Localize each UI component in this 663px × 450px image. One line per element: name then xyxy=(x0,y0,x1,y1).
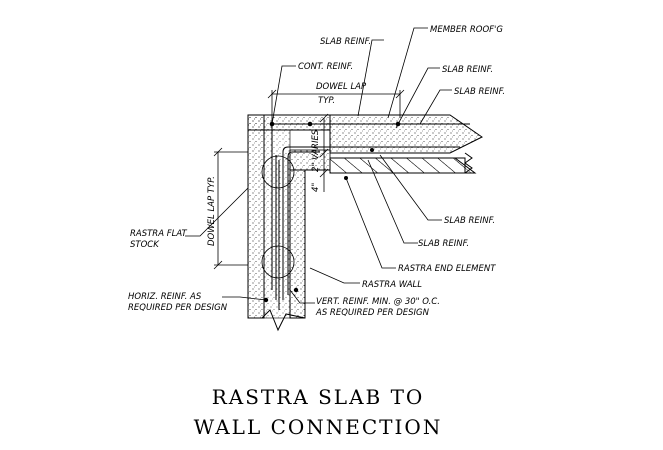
label-dowel-lap-top-1: DOWEL LAP xyxy=(316,82,367,92)
reinforcement xyxy=(261,121,470,310)
drawing-title: RASTRA SLAB TO WALL CONNECTION xyxy=(194,385,443,439)
leader-lines xyxy=(185,27,452,304)
label-horiz-reinf-2: REQUIRED PER DESIGN xyxy=(128,303,228,313)
label-cont-reinf: CONT. REINF. xyxy=(298,62,353,72)
wall-outer-shell-left xyxy=(247,114,265,319)
label-rastra-flat-1: RASTRA FLAT xyxy=(130,229,188,239)
label-slab-reinf-right1: SLAB REINF. xyxy=(442,65,493,75)
label-dim-4in: 4" xyxy=(311,183,321,192)
wall-concrete-core xyxy=(263,129,291,319)
dowel-bar-inner-2 xyxy=(287,151,320,295)
callouts: SLAB REINF. MEMBER ROOF'G CONT. REINF. S… xyxy=(128,25,505,318)
label-rastra-end-element: RASTRA END ELEMENT xyxy=(398,264,496,274)
label-slab-reinf-right2: SLAB REINF. xyxy=(454,87,505,97)
label-slab-reinf-low: SLAB REINF. xyxy=(418,239,469,249)
lap-detail-circle-lower xyxy=(261,245,295,279)
dimensions xyxy=(213,89,405,270)
title-line-1: RASTRA SLAB TO xyxy=(212,385,425,409)
label-slab-reinf-top: SLAB REINF. xyxy=(320,37,371,47)
label-dowel-lap-vertical: DOWEL LAP TYP. xyxy=(207,176,217,246)
label-rastra-flat-2: STOCK xyxy=(130,240,160,250)
label-vert-reinf-2: AS REQUIRED PER DESIGN xyxy=(315,308,430,318)
wall-outer-shell-right xyxy=(289,169,306,319)
title-line-2: WALL CONNECTION xyxy=(194,415,443,439)
label-slab-reinf-mid: SLAB REINF. xyxy=(444,216,495,226)
label-varies: VARIES xyxy=(311,129,321,160)
lap-detail-circle-upper xyxy=(261,155,295,189)
slab-rastra-element-body xyxy=(329,157,466,174)
label-member-roofg: MEMBER ROOF'G xyxy=(430,25,503,35)
label-dowel-lap-top-2: TYP. xyxy=(318,96,335,106)
label-horiz-reinf-1: HORIZ. REINF. AS xyxy=(128,292,202,302)
wall-top-block xyxy=(247,114,331,131)
label-vert-reinf-1: VERT. REINF. MIN. @ 30" O.C. xyxy=(316,297,440,307)
label-dim-2in: 2" xyxy=(311,163,321,172)
label-rastra-wall: RASTRA WALL xyxy=(362,280,422,290)
dowel-bar-inner xyxy=(282,146,330,300)
